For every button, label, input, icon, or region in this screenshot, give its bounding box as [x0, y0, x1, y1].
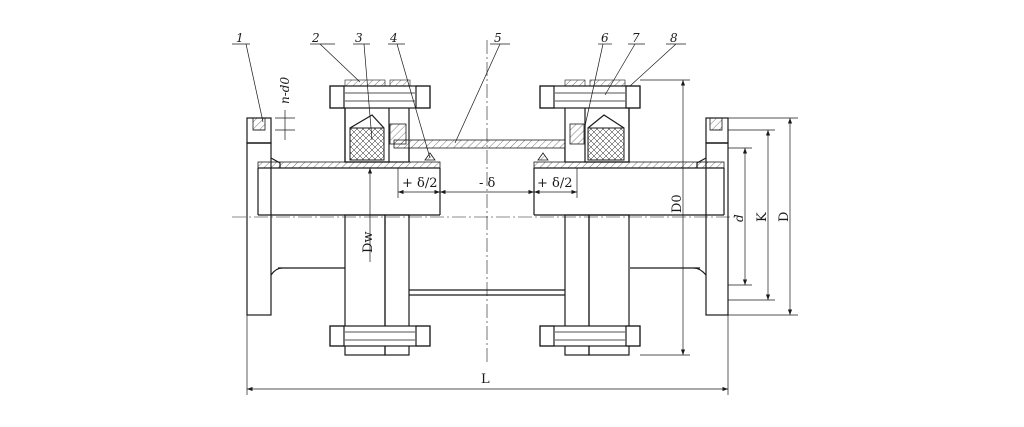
callout-8: 8: [670, 31, 678, 45]
dim-L: L: [481, 372, 490, 387]
callout-leaders: [232, 43, 686, 159]
dim-half-gap-left: + δ/2: [402, 176, 438, 191]
dim-n-d0: n-d0: [278, 77, 292, 104]
dim-gap: - δ: [479, 176, 496, 191]
callout-5: 5: [494, 31, 502, 45]
right-gland-assembly: [537, 79, 641, 356]
callout-1: 1: [236, 31, 244, 45]
dim-D0: D0: [670, 194, 685, 213]
left-gland-assembly: [329, 79, 436, 356]
right-end-flange: [696, 117, 729, 316]
callout-7: 7: [632, 31, 640, 45]
callout-6: 6: [601, 31, 609, 45]
callout-3: 3: [355, 31, 363, 45]
left-end-flange: [246, 117, 281, 316]
dim-d: d: [732, 214, 746, 222]
callout-4: 4: [389, 31, 398, 45]
dim-half-gap-right: + δ/2: [537, 176, 573, 191]
dim-K: K: [755, 212, 770, 222]
dim-D: D: [777, 212, 792, 222]
dim-Dw: Dw: [361, 231, 376, 253]
callout-2: 2: [311, 31, 320, 45]
